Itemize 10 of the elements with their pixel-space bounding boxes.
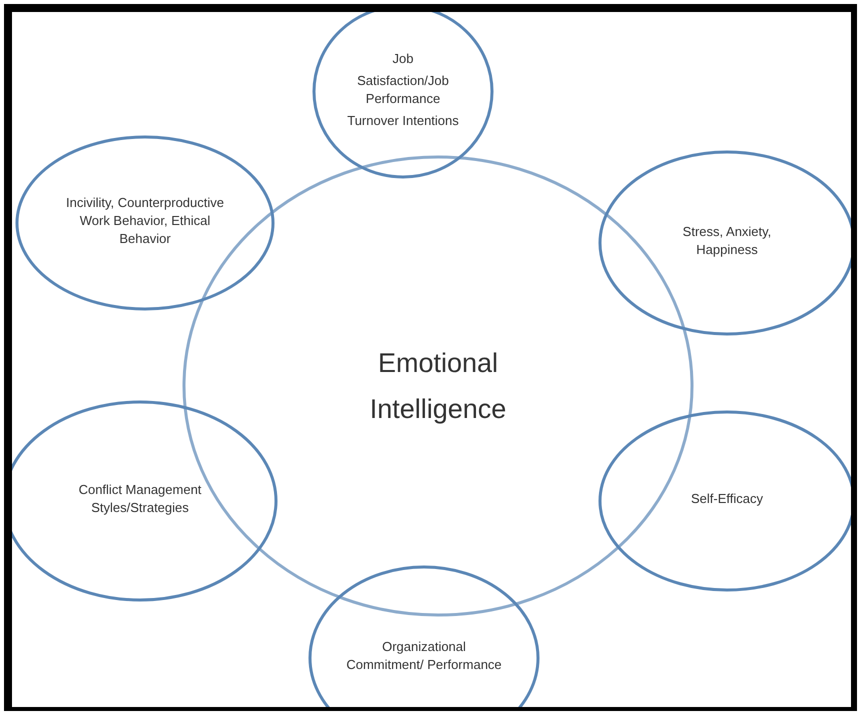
node-text: Turnover Intentions [346,112,460,130]
node-text: Self-Efficacy [690,490,764,508]
node-text: Satisfaction/Job Performance [356,72,450,108]
node-text: Conflict Management Styles/Strategies [78,481,202,517]
node-text: Job [392,50,414,68]
node-text: Stress, Anxiety, Happiness [682,223,772,259]
node-text: Emotional Intelligence [368,347,508,426]
circle-node [15,135,275,311]
node-text: Incivility, Counterproductive Work Behavior, Ethical Behavior [65,194,225,248]
node-text: Organizational Commitment/ Performance [345,638,503,674]
